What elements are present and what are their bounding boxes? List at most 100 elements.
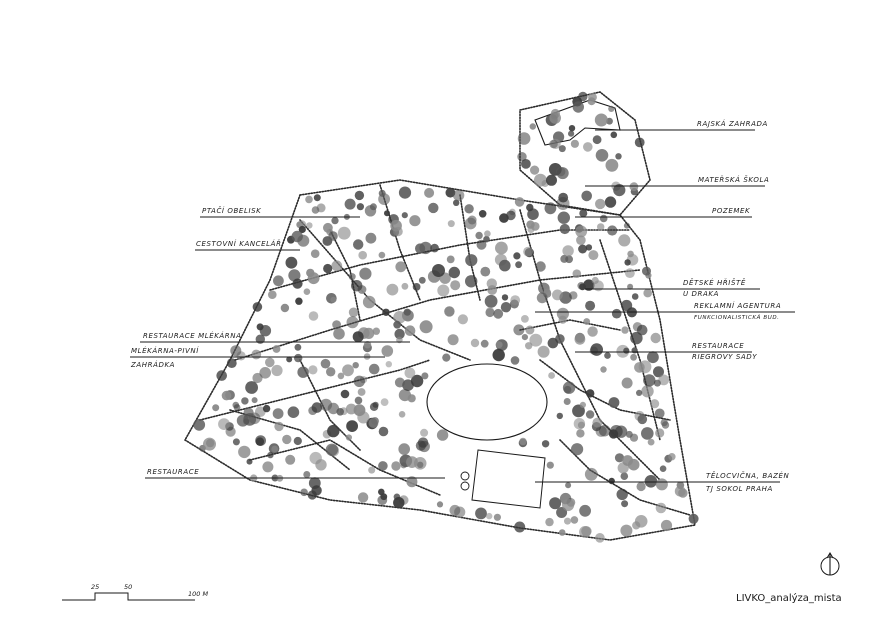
- tree-mark: [510, 356, 520, 365]
- tree-mark: [322, 236, 333, 246]
- tree-mark: [378, 251, 386, 259]
- tree-mark: [331, 217, 339, 225]
- tree-mark: [386, 283, 399, 296]
- tree-mark: [647, 351, 659, 364]
- tree-mark: [583, 318, 591, 325]
- tree-mark: [319, 398, 333, 411]
- tree-mark: [495, 241, 508, 255]
- tree-mark: [332, 320, 341, 329]
- tree-mark: [634, 362, 645, 373]
- tree-mark: [418, 440, 430, 453]
- tree-mark: [608, 397, 620, 408]
- tree-mark: [311, 206, 320, 214]
- tree-mark: [337, 226, 351, 240]
- tree-mark: [643, 374, 656, 387]
- tree-mark: [592, 135, 602, 145]
- label-detske-hriste: DĚTSKÉ HŘIŠTĚ: [683, 278, 746, 287]
- tree-mark: [363, 341, 372, 349]
- tree-mark: [470, 338, 480, 348]
- tree-mark: [337, 372, 345, 380]
- tree-mark: [262, 461, 274, 473]
- tree-mark: [365, 232, 377, 244]
- tree-mark: [348, 273, 356, 281]
- leader-lines: [130, 129, 795, 483]
- tree-mark: [606, 117, 613, 125]
- tree-mark: [630, 353, 637, 361]
- tree-mark: [621, 326, 629, 334]
- tree-mark: [248, 412, 261, 425]
- tree-mark: [557, 211, 570, 224]
- tree-mark: [419, 320, 433, 334]
- tree-mark: [378, 426, 389, 437]
- tree-mark: [627, 283, 634, 290]
- tree-mark: [492, 348, 505, 362]
- tree-mark: [529, 333, 543, 347]
- tree-mark: [688, 513, 699, 524]
- tree-mark: [406, 456, 418, 468]
- tree-mark: [267, 451, 274, 459]
- tree-mark: [641, 385, 654, 398]
- tree-mark: [660, 519, 673, 532]
- tree-mark: [486, 278, 497, 289]
- label-restaurace: RESTAURACE: [147, 468, 199, 476]
- tree-mark: [544, 202, 557, 215]
- tree-mark: [300, 488, 308, 497]
- tree-mark: [561, 498, 575, 512]
- tree-mark: [262, 404, 271, 413]
- tree-mark: [631, 293, 639, 300]
- tree-mark: [636, 389, 643, 396]
- tree-mark: [336, 408, 345, 416]
- tree-mark: [578, 91, 588, 102]
- tree-mark: [271, 445, 279, 453]
- tree-mark: [570, 139, 580, 148]
- label-restaurace-riegrovy: RESTAURACE: [692, 342, 744, 350]
- tree-mark: [444, 306, 455, 317]
- tree-mark: [393, 497, 405, 509]
- tree-mark: [590, 343, 603, 356]
- tree-mark: [668, 453, 676, 461]
- tree-mark: [406, 476, 418, 488]
- tree-mark: [212, 404, 220, 412]
- tree-mark: [447, 334, 459, 346]
- tree-mark: [587, 326, 598, 337]
- tree-mark: [464, 217, 477, 230]
- tree-mark: [655, 502, 667, 514]
- tree-mark: [556, 167, 566, 177]
- tree-mark: [252, 372, 263, 384]
- tree-mark: [203, 437, 216, 451]
- tree-mark: [342, 364, 354, 377]
- tree-mark: [313, 194, 321, 202]
- tree-mark: [286, 356, 293, 363]
- tree-mark: [291, 230, 303, 243]
- tree-mark: [288, 269, 301, 282]
- tree-mark: [613, 184, 626, 197]
- tree-mark: [562, 245, 574, 257]
- tree-mark: [536, 292, 548, 304]
- tree-mark: [308, 365, 318, 375]
- tree-mark: [193, 418, 206, 431]
- label-tj-sokol: TJ SOKOL PRAHA: [706, 485, 773, 493]
- tree-mark: [325, 443, 339, 456]
- tree-mark: [615, 153, 622, 160]
- tree-mark: [216, 370, 227, 381]
- tree-mark: [352, 362, 359, 369]
- tree-mark: [644, 475, 658, 488]
- tree-mark: [323, 222, 333, 233]
- tree-mark: [280, 303, 290, 313]
- label-ptaci-obelisk: PTAČÍ OBELISK: [202, 206, 262, 215]
- tree-mark: [232, 438, 240, 446]
- tree-mark: [484, 230, 491, 237]
- tree-mark: [307, 272, 320, 285]
- tree-mark: [636, 324, 648, 336]
- tree-mark: [420, 428, 429, 437]
- tree-mark: [352, 331, 364, 343]
- tree-mark: [568, 130, 575, 137]
- tree-mark: [273, 275, 284, 287]
- tree-mark: [390, 219, 402, 232]
- tree-mark: [546, 174, 557, 186]
- north-arrow-icon: [820, 552, 840, 576]
- tree-mark: [357, 388, 366, 396]
- tree-mark: [486, 512, 493, 520]
- tree-mark: [514, 521, 526, 533]
- tree-mark: [221, 390, 232, 401]
